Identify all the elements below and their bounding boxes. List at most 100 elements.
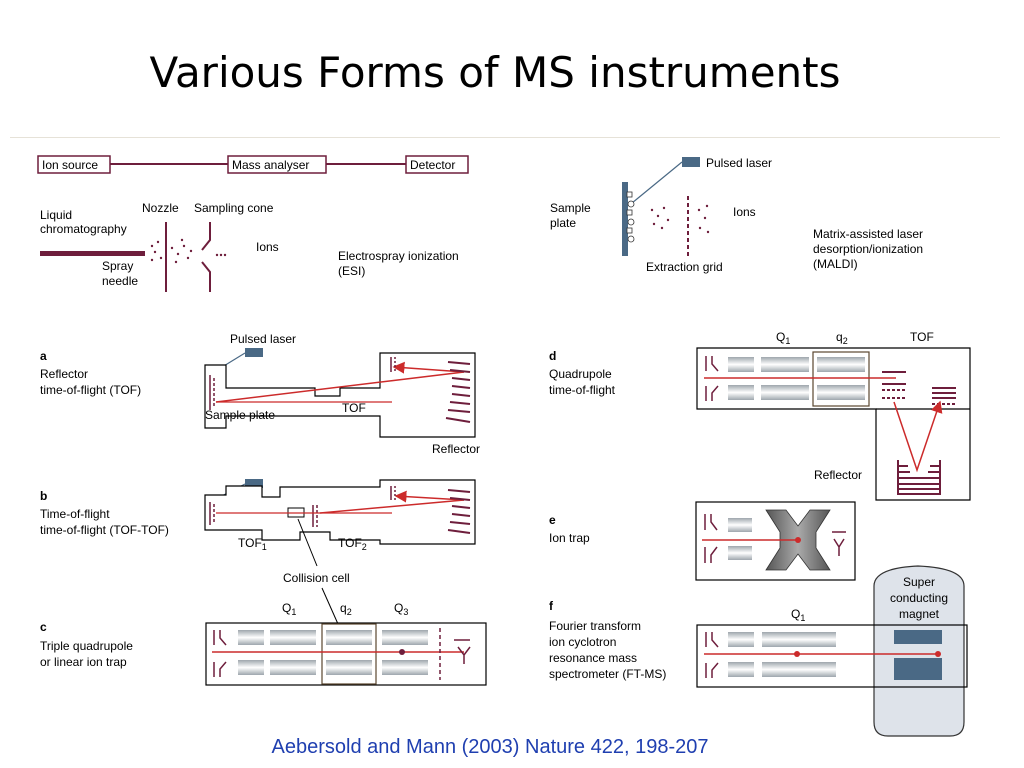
panel-c-source: [213, 630, 227, 677]
panel-c-letter: c: [40, 620, 47, 634]
ion-source-label: Ion source: [42, 158, 98, 172]
maldi-name-line1: Matrix-assisted laser: [813, 227, 923, 241]
panel-c-triple-quadrupole: c Triple quadrupole or linear ion trap Q…: [40, 587, 487, 686]
panel-f-ion-2: [935, 651, 941, 657]
maldi-name-line3: (MALDI): [813, 257, 858, 271]
panel-b-source-plates: [209, 502, 215, 525]
panel-d-reflector-plates: [897, 460, 941, 495]
panel-f-line1: Fourier transform: [549, 619, 641, 633]
panel-c-line1: Triple quadrupole: [40, 639, 133, 653]
magnet-line3: magnet: [899, 607, 940, 621]
spray-needle: [40, 251, 145, 256]
panel-c-rods: [238, 630, 428, 675]
panel-f-line4: spectrometer (FT-MS): [549, 667, 666, 681]
panel-e-line1: Ion trap: [549, 531, 590, 545]
ion-source-box: [37, 155, 111, 174]
maldi-diagram: Pulsed laser Sample plate Ions Extractio…: [550, 156, 923, 274]
panel-a-line1: Reflector: [40, 367, 88, 381]
spray-label: Spray: [102, 259, 133, 273]
panel-e-ion-trap: e Ion trap: [549, 501, 856, 581]
esi-ions: [215, 253, 227, 257]
sampling-cone: [201, 222, 211, 292]
maldi-ions-label: Ions: [733, 205, 756, 219]
panel-a-tof-label: TOF: [342, 401, 366, 415]
collision-cell-label: Collision cell: [283, 571, 350, 585]
panel-b-tof1-label: TOF1: [238, 536, 267, 552]
panel-e-detector: [832, 531, 846, 556]
laser-beam: [631, 161, 683, 204]
panel-f-line3: resonance mass: [549, 651, 637, 665]
mass-analyser-box: [227, 155, 327, 174]
panel-d-line1: Quadrupole: [549, 367, 612, 381]
panel-b-laser: [245, 479, 263, 488]
superconducting-magnet: [873, 565, 965, 737]
matrix-crystals: [626, 191, 635, 243]
panel-a-reflector-label: Reflector: [432, 442, 480, 456]
icr-cell: [894, 630, 942, 680]
panel-d-pusher: [882, 371, 906, 399]
citation: Aebersold and Mann (2003) Nature 422, 19…: [271, 736, 709, 758]
panel-f-letter: f: [549, 599, 554, 613]
panel-f-rods: [728, 632, 836, 677]
panel-a-reflector-tof: a Reflector time-of-flight (TOF) Pulsed …: [40, 332, 480, 456]
panel-d-detector: [932, 387, 956, 405]
esi-name-line1: Electrospray ionization: [338, 249, 459, 263]
panel-f-frame: [696, 624, 968, 688]
panel-d-reflector-label: Reflector: [814, 468, 862, 482]
panel-d-q1-label: Q1: [776, 330, 790, 346]
panel-c-detector: [454, 639, 471, 664]
esi-diagram: Liquid chromatography Nozzle Sampling co…: [40, 201, 459, 292]
panel-a-flight-path-out: [215, 371, 465, 403]
collision-cell-pointer: [297, 518, 318, 567]
panel-d-line2: time-of-flight: [549, 383, 616, 397]
magnet-line1: Super: [903, 575, 935, 589]
panel-e-source: [704, 514, 718, 563]
panel-d-q2-label: q2: [836, 330, 848, 346]
panel-a-tube: [204, 352, 476, 438]
panel-d-q2-highlight: [812, 351, 870, 407]
maldi-sample-plate: [622, 182, 628, 256]
panel-a-laser: [245, 348, 263, 357]
chromatography-label: chromatography: [40, 222, 127, 236]
magnet-line2: conducting: [890, 591, 948, 605]
panel-b-letter: b: [40, 489, 47, 503]
panel-f-line2: ion cyclotron: [549, 635, 616, 649]
panel-a-pulsed-laser-label: Pulsed laser: [230, 332, 296, 346]
panel-a-source-plates: [209, 375, 215, 410]
panel-f-ft-ms: f Fourier transform ion cyclotron resona…: [549, 565, 968, 737]
needle-label: needle: [102, 274, 138, 288]
panel-c-q1-label: Q1: [282, 601, 296, 617]
panel-a-sample-plate-label: Sample plate: [205, 408, 275, 422]
panel-f-q1-label: Q1: [791, 607, 805, 623]
mass-analyser-label: Mass analyser: [232, 158, 309, 172]
collision-cell-pointer-2: [321, 587, 339, 625]
panel-b-tube: [204, 479, 476, 545]
esi-name-line2: (ESI): [338, 264, 365, 278]
panel-b-second-source: [312, 505, 318, 527]
esi-ions-label: Ions: [256, 240, 279, 254]
extraction-grid-label: Extraction grid: [646, 260, 723, 274]
spray-droplets: [150, 238, 193, 264]
panel-d-tof-label: TOF: [910, 330, 934, 344]
panel-c-q2-label: q2: [340, 601, 352, 617]
title-divider: [10, 137, 1000, 138]
panel-f-ion-1: [794, 651, 800, 657]
panel-d-flight-path: [893, 400, 943, 473]
panel-b-flight-path-back: [394, 490, 465, 503]
pipeline-diagram: Ion source Mass analyser Detector: [37, 155, 469, 174]
panel-b-line1: Time-of-flight: [40, 507, 110, 521]
panel-d-letter: d: [549, 349, 556, 363]
panel-a-line2: time-of-flight (TOF): [40, 383, 141, 397]
slide-title: Various Forms of MS instruments: [149, 48, 841, 97]
panel-a-letter: a: [40, 349, 47, 363]
detector-label: Detector: [410, 158, 455, 172]
panel-b-tof-tof: b Time-of-flight time-of-flight (TOF-TOF…: [40, 479, 476, 585]
panel-b-flight-path-out: [319, 499, 465, 514]
panel-e-ion: [795, 537, 801, 543]
sampling-cone-label: Sampling cone: [194, 201, 274, 215]
panel-b-line2: time-of-flight (TOF-TOF): [40, 523, 169, 537]
panel-f-source: [705, 632, 719, 678]
panel-a-reflector-plates: [445, 361, 471, 423]
panel-c-line2: or linear ion trap: [40, 655, 127, 669]
